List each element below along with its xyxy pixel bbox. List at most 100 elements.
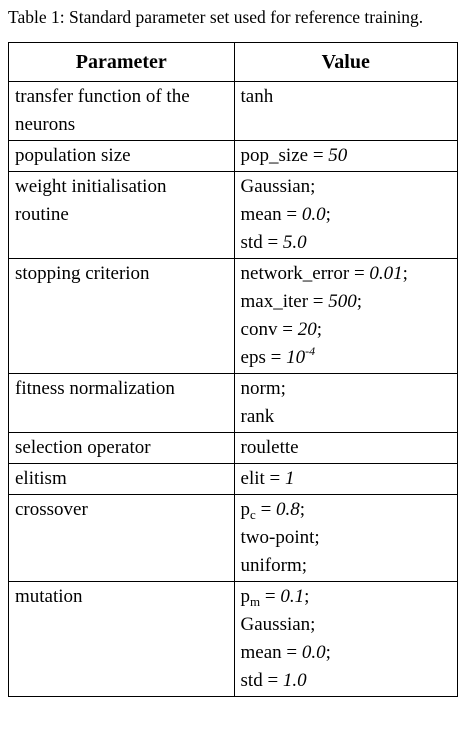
parameter-text: neurons — [15, 114, 76, 135]
value-number: 0.0 — [301, 642, 326, 663]
value-line: mean = 0.0; — [241, 639, 451, 667]
value-number: 0.1 — [280, 586, 305, 607]
parameter-text: weight initialisation — [15, 176, 167, 197]
value-cell: pm = 0.1;Gaussian;mean = 0.0;std = 1.0 — [233, 581, 459, 697]
parameter-text: stopping criterion — [15, 263, 150, 284]
value-operator: = — [260, 586, 281, 607]
value-cell: roulette — [233, 432, 459, 464]
value-operator: = — [255, 499, 277, 520]
table-row: fitness normalization norm; rank — [8, 373, 459, 433]
value-line: norm; — [241, 375, 451, 403]
parameter-cell: selection operator — [8, 432, 235, 464]
value-text: eps = — [240, 347, 287, 368]
value-punctuation: ; — [299, 499, 306, 520]
header-parameter: Parameter — [8, 42, 235, 82]
value-number: 1.0 — [282, 670, 307, 691]
parameter-text: elitism — [15, 468, 67, 489]
value-line: Gaussian; — [241, 611, 451, 639]
value-line: network_error = 0.01; — [241, 260, 451, 288]
value-number: 0.0 — [301, 204, 326, 225]
parameter-text: population size — [15, 145, 131, 166]
value-cell: pc = 0.8; two-point; uniform; — [233, 494, 459, 582]
value-text: mean = — [240, 642, 302, 663]
parameter-cell: crossover — [8, 494, 235, 582]
table-body: transfer function of the neurons tanh popul… — [8, 81, 459, 697]
value-line: elit = 1 — [241, 465, 451, 493]
value-line: std = 1.0 — [241, 667, 451, 695]
value-subscript: m — [250, 594, 261, 609]
table-row: selection operator roulette — [8, 432, 459, 464]
parameter-text: routine — [15, 204, 69, 225]
value-number: 50 — [328, 145, 348, 166]
parameter-cell: stopping criterion — [8, 258, 235, 374]
value-text: norm; — [240, 378, 286, 399]
table-caption: Table 1: Standard parameter set used for… — [8, 7, 424, 27]
value-line: eps = 10-4 — [241, 344, 451, 372]
parameter-text: transfer function of the — [15, 86, 190, 107]
value-line: conv = 20; — [241, 316, 451, 344]
value-punctuation: ; — [402, 263, 408, 284]
value-line: pop_size = 50 — [241, 142, 451, 170]
value-text: roulette — [240, 437, 299, 458]
value-text: Gaussian; — [240, 176, 316, 197]
value-line: two-point; — [241, 524, 451, 552]
value-text: max_iter = — [240, 291, 329, 312]
value-text: conv = — [240, 319, 298, 340]
table-header-row: Parameter Value — [8, 42, 459, 82]
value-cell: elit = 1 — [233, 463, 459, 495]
parameter-cell: population size — [8, 140, 235, 172]
value-cell: Gaussian;mean = 0.0;std = 5.0 — [233, 171, 459, 259]
value-punctuation: ; — [325, 642, 331, 663]
value-text: rank — [240, 406, 275, 427]
table-row: transfer function of the neurons tanh — [8, 81, 459, 141]
parameter-table: Parameter Value transfer function of the… — [8, 42, 459, 697]
value-punctuation: ; — [325, 204, 331, 225]
value-text: elit = — [240, 468, 286, 489]
header-value: Value — [233, 42, 459, 82]
table-row: weight initialisation routine Gaussian; mea… — [8, 171, 459, 259]
value-text: p — [240, 586, 251, 607]
value-number: 10 — [286, 347, 306, 368]
value-number: 20 — [297, 319, 317, 340]
value-text: uniform; — [240, 555, 308, 576]
table-row: population size pop_size = 50 — [8, 140, 459, 172]
value-text: p — [240, 499, 251, 520]
parameter-cell: transfer function of the neurons — [8, 81, 235, 141]
value-text: pop_size = — [240, 145, 329, 166]
value-line: mean = 0.0; — [241, 201, 451, 229]
value-text: network_error = — [240, 263, 370, 284]
value-line: tanh — [241, 83, 451, 111]
value-line: uniform; — [241, 552, 451, 580]
value-line: pm = 0.1; — [241, 583, 451, 611]
table-row: elitism elit = 1 — [8, 463, 459, 495]
value-punctuation: ; — [304, 586, 310, 607]
value-punctuation: ; — [316, 319, 322, 340]
value-line: std = 5.0 — [241, 229, 451, 257]
value-text: mean = — [240, 204, 302, 225]
parameter-cell: weight initialisation routine — [8, 171, 235, 259]
parameter-cell: elitism — [8, 463, 235, 495]
value-punctuation: ; — [356, 291, 363, 312]
value-line: Gaussian; — [241, 173, 451, 201]
value-line: rank — [241, 403, 451, 431]
value-cell: pop_size = 50 — [233, 140, 459, 172]
value-number: 0.01 — [369, 263, 403, 284]
value-line: max_iter = 500; — [241, 288, 451, 316]
value-text: two-point; — [240, 527, 320, 548]
value-subscript: c — [250, 507, 256, 522]
value-number: 500 — [328, 291, 357, 312]
parameter-text: crossover — [15, 499, 88, 520]
value-number: 5.0 — [282, 232, 307, 253]
parameter-text: fitness normalization — [15, 378, 175, 399]
parameter-text: mutation — [15, 586, 83, 607]
value-number: 1 — [285, 468, 295, 489]
value-line: pc = 0.8; — [241, 496, 451, 524]
parameter-cell: mutation — [8, 581, 235, 697]
parameter-cell: fitness normalization — [8, 373, 235, 433]
table-row: crossover pc = 0.8; two-point; uniform; — [8, 494, 459, 582]
parameter-text: selection operator — [15, 437, 151, 458]
value-cell: norm; rank — [233, 373, 459, 433]
